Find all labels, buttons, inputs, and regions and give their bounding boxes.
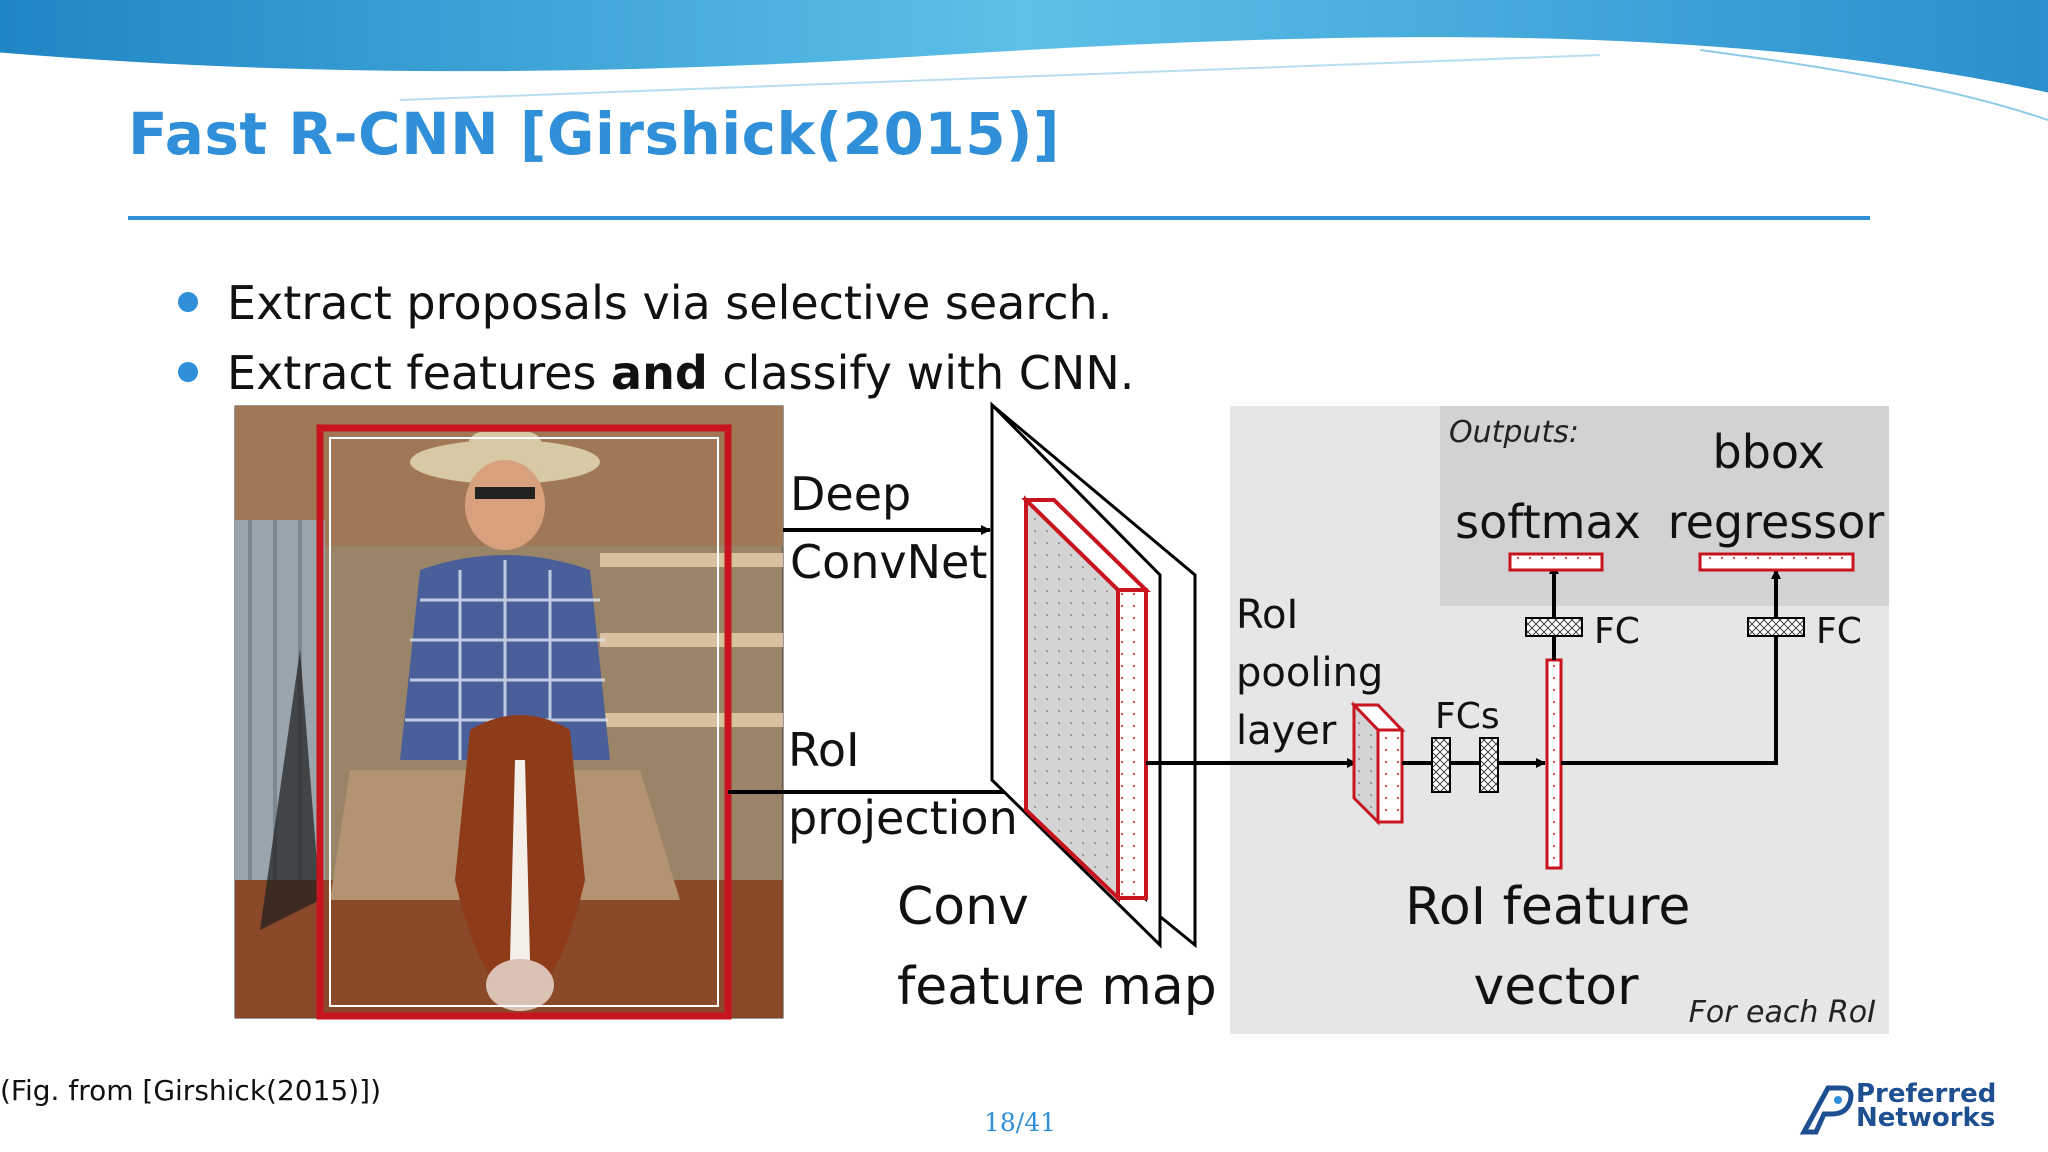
bullet-dot-icon (178, 362, 198, 382)
bullet-item: Extract proposals via selective search. (175, 268, 1134, 338)
label-fc-left: FC (1594, 611, 1640, 652)
label-feature-map: feature map (897, 957, 1217, 1017)
label-roi: RoI (788, 723, 860, 777)
bullet-item: Extract features and classify with CNN. (175, 338, 1134, 408)
bullet-text: Extract features (227, 346, 612, 400)
fc-layer-1 (1431, 737, 1451, 793)
label-pooling: pooling (1236, 650, 1383, 696)
label-fc-right: FC (1816, 611, 1862, 652)
logo-text: Preferred Networks (1856, 1079, 1997, 1133)
label-layer: layer (1236, 708, 1337, 754)
softmax-output-bar (1508, 552, 1604, 572)
title-divider (128, 216, 1870, 220)
outputs-panel (1440, 406, 1889, 606)
roi-box (316, 424, 732, 1020)
page-number: 18/41 (983, 1108, 1057, 1137)
svg-text:RoI pooling layer: RoI pooling layer (1236, 592, 1396, 754)
svg-text:Conv feature map: Conv feature map (897, 877, 1217, 1017)
svg-text:RoI feature vector: RoI feature vector (1405, 877, 1707, 1017)
bullet-list: Extract proposals via selective search. … (175, 268, 1134, 408)
label-roi-feature: RoI feature (1405, 877, 1690, 937)
svg-text:Deep ConvNet RoI p: Deep ConvNet RoI projection (788, 467, 1018, 845)
label-outputs: Outputs: (1449, 415, 1579, 450)
svg-text:bbox regressor: bbox regressor (1668, 425, 1885, 549)
roi-pooled-block (1350, 701, 1406, 826)
label-projection: projection (788, 791, 1018, 845)
bullet-text: classify with CNN. (707, 346, 1135, 400)
bullet-bold-text: and (611, 346, 708, 400)
label-deep: Deep (790, 467, 911, 521)
label-regressor: regressor (1668, 495, 1885, 549)
fc-softmax (1525, 617, 1583, 637)
label-roi-small: RoI (1236, 592, 1298, 638)
conv-feature-map (990, 401, 1197, 949)
bbox-output-bar (1698, 552, 1855, 572)
logo-line-1: Preferred (1856, 1079, 1997, 1109)
label-softmax: softmax (1455, 495, 1641, 549)
label-convnet: ConvNet (790, 535, 987, 589)
fc-layer-2 (1479, 737, 1499, 793)
figure-caption: (Fig. from [Girshick(2015)]) (0, 1074, 381, 1107)
label-bbox: bbox (1713, 425, 1825, 479)
fc-bbox (1747, 617, 1805, 637)
label-for-each-roi: For each RoI (1689, 995, 1877, 1030)
label-vector: vector (1474, 957, 1640, 1017)
preferred-networks-logo-icon (1799, 1085, 1854, 1135)
logo-line-2: Networks (1856, 1103, 1996, 1133)
header-wave (0, 0, 2048, 121)
bullet-dot-icon (178, 292, 198, 312)
roi-feature-vector-bar (1545, 658, 1563, 870)
slide-title: Fast R-CNN [Girshick(2015)] (128, 100, 1061, 168)
input-photo (234, 405, 784, 1019)
label-conv: Conv (897, 877, 1029, 937)
bullet-text: Extract proposals via selective search. (227, 276, 1113, 330)
label-fcs: FCs (1435, 696, 1500, 737)
